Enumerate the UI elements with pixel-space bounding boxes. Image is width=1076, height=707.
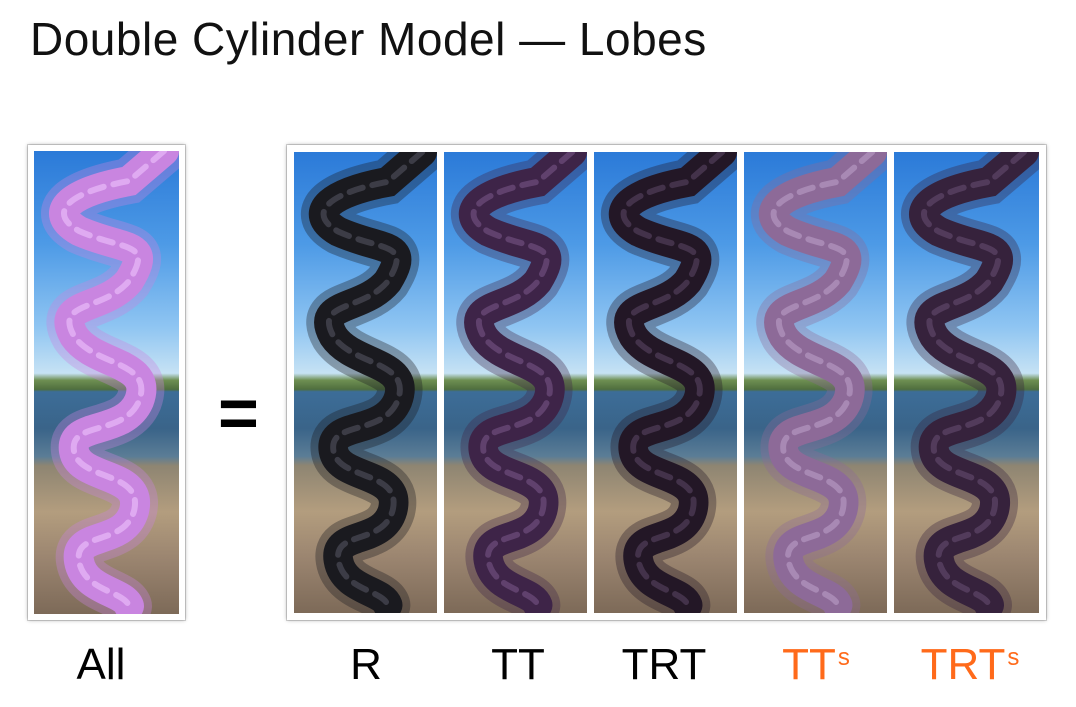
- hair-curl-highlight: [921, 152, 1027, 609]
- all-render-frame: [28, 145, 185, 620]
- label-trts-text: TRT: [920, 640, 1006, 689]
- label-trts-superscript: s: [1007, 644, 1020, 671]
- hair-curl-highlight: [770, 152, 876, 609]
- hair-curl-highlight: [620, 152, 726, 609]
- label-trt: TRT: [594, 640, 734, 690]
- hair-curl-highlight: [470, 152, 576, 609]
- label-tt: TT: [448, 640, 588, 690]
- hair-curl-image: [301, 152, 437, 613]
- render-panel-r: [294, 152, 437, 613]
- label-trts: TRTs: [900, 640, 1040, 690]
- hair-curl-image: [451, 152, 587, 613]
- page-title: Double Cylinder Model — Lobes: [30, 13, 707, 65]
- render-panel-trts: [894, 152, 1039, 613]
- label-trt-text: TRT: [621, 640, 707, 689]
- label-r: R: [296, 640, 436, 690]
- render-panel-tt: [444, 152, 587, 613]
- label-tt-text: TT: [491, 640, 545, 689]
- label-tts: TTs: [746, 640, 886, 690]
- hair-curl-image: [601, 152, 737, 613]
- label-tts-text: TT: [782, 640, 836, 689]
- label-tts-superscript: s: [837, 644, 850, 671]
- label-all-text: All: [76, 640, 126, 689]
- hair-curl-image: [901, 152, 1039, 613]
- render-panel-all: [34, 151, 179, 614]
- render-panel-tts: [744, 152, 887, 613]
- hair-curl-highlight: [320, 152, 426, 609]
- label-all: All: [31, 640, 171, 690]
- equals-sign: =: [218, 374, 259, 452]
- hair-curl-image: [751, 152, 887, 613]
- label-r-text: R: [350, 640, 382, 689]
- render-panel-trt: [594, 152, 737, 613]
- lobes-render-frame: [287, 145, 1046, 620]
- hair-curl-image: [41, 151, 179, 614]
- hair-curl-highlight: [61, 151, 167, 609]
